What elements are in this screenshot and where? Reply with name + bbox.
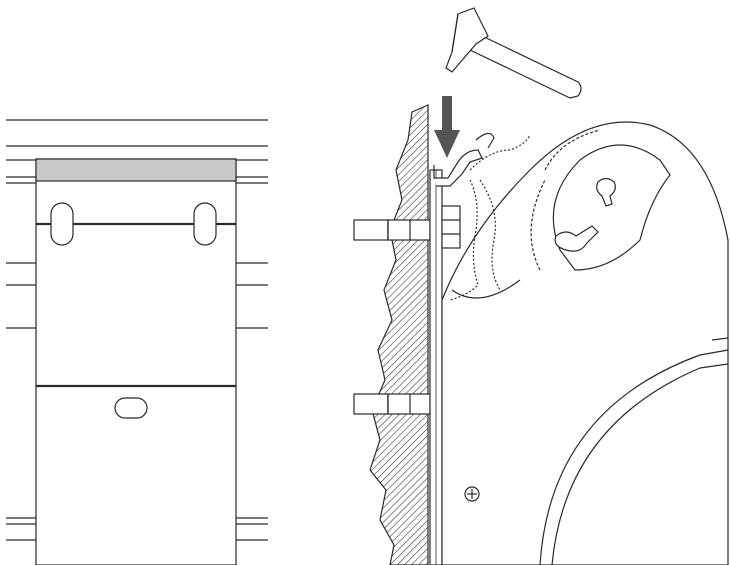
hammer-handle: [469, 33, 582, 99]
side-rail-lines: [6, 262, 268, 541]
hook-bracket: [433, 149, 483, 187]
left-panel-front-view: [6, 119, 268, 565]
plate-top-strip: [35, 158, 237, 182]
slot-left: [50, 202, 74, 246]
drum-slot-lower: [554, 225, 599, 252]
awning-housing: [441, 121, 729, 565]
lower-housing-curve: [539, 349, 729, 565]
slot-bottom: [114, 397, 148, 419]
screw-head-icon: [464, 486, 480, 502]
hammer-icon: [445, 7, 582, 99]
hammer-head: [445, 7, 489, 73]
lower-bolt: [353, 393, 431, 415]
drum-slot-upper: [596, 177, 616, 207]
down-arrow-icon: [434, 96, 460, 158]
nut: [441, 205, 461, 249]
right-panel-side-view: [353, 104, 729, 565]
slot-right: [193, 202, 217, 246]
upper-bolt: [353, 219, 431, 241]
wall-section: [369, 104, 429, 565]
